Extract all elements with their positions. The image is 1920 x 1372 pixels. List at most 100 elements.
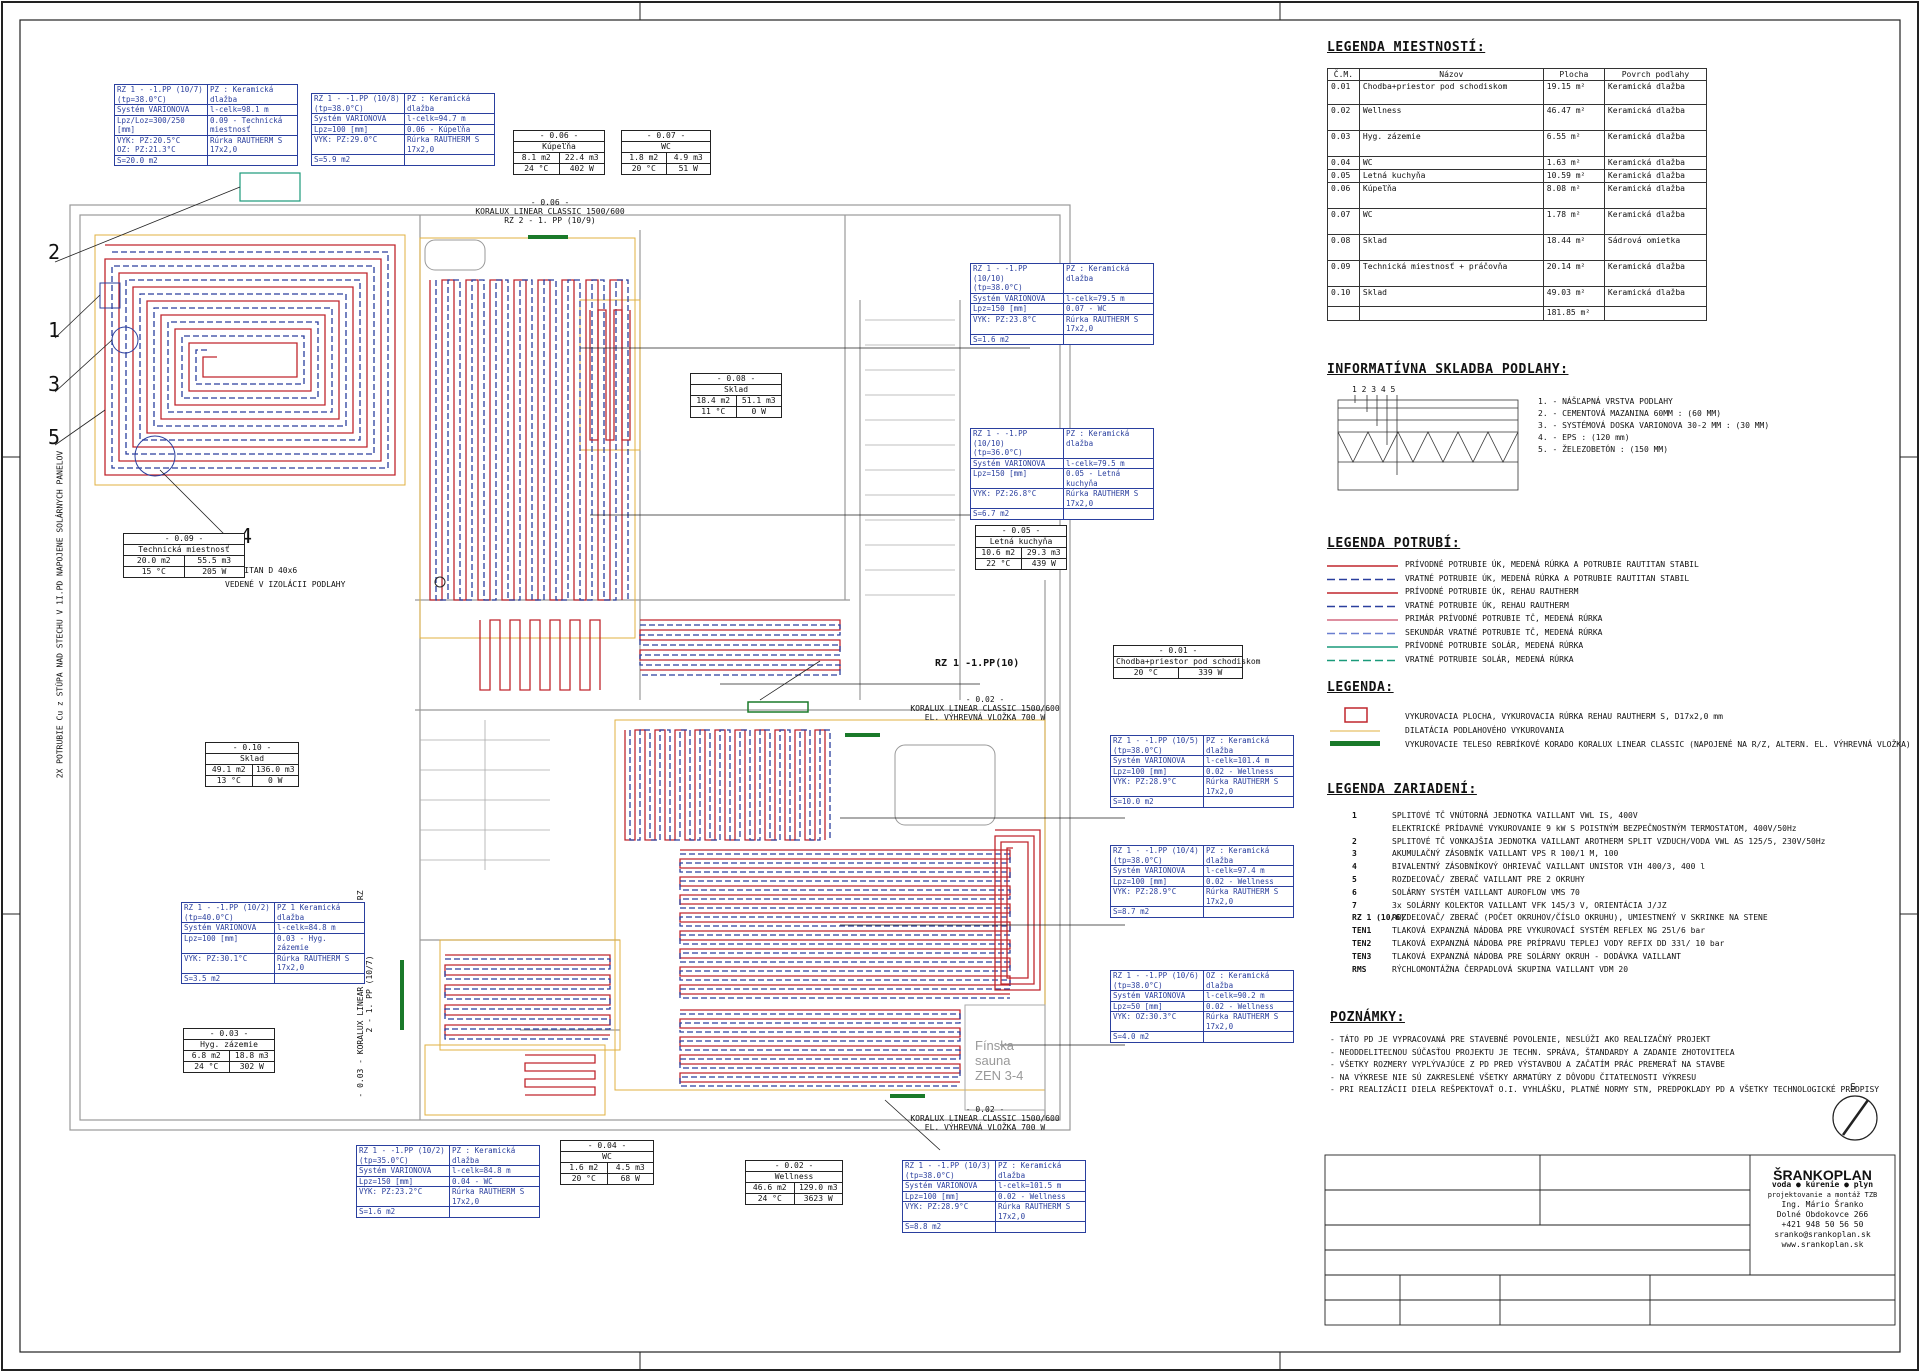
- company-person: Ing. Mário Šranko: [1781, 1200, 1864, 1209]
- room-tag-cell: 20 °C: [631, 164, 656, 173]
- rooms-table-cell: [1603, 306, 1708, 321]
- rooms-table-cell: 0.05: [1327, 169, 1360, 183]
- circuit-box-cell: [275, 974, 364, 984]
- bathtub-outline: [424, 239, 486, 271]
- room-tag-cell: 11 °C: [701, 407, 726, 416]
- north-arrow: [1841, 1099, 1870, 1136]
- company-email: sranko@srankoplan.sk: [1774, 1230, 1871, 1239]
- coil-hall-supply: [479, 619, 601, 691]
- rooms-table-header: Povrch podlahy: [1603, 68, 1708, 81]
- rooms-table-cell: [1327, 306, 1360, 321]
- coil-hyg-return: [444, 958, 611, 1040]
- rooms-table-cell: 181.85 m²: [1542, 306, 1605, 321]
- rooms-table-cell: Sklad: [1358, 286, 1544, 307]
- coil-wc-supply: [589, 309, 631, 441]
- coil-technical-supply: [104, 244, 396, 476]
- floor-layers-title: INFORMATÍVNA SKLADBA PODLAHY:: [1327, 362, 1569, 377]
- floor-layers-list: 1. - NÁŠĽAPNÁ VRSTVA PODLAHY 2. - CEMENT…: [1538, 397, 1770, 454]
- room-tag-cell: 6.8 m2: [191, 1051, 221, 1060]
- circuit-box-cell: Rúrka RAUTHERM S 17x2,0: [277, 953, 350, 973]
- circuit-box-cell: VYK: PZ:29.0°C: [312, 135, 405, 154]
- inner-frame: [19, 19, 1901, 1353]
- room-tag-cell: 1.8 m2: [629, 153, 659, 162]
- note-item: - VŠETKY ROZMERY VYPLÝVAJÚCE Z PD PRED V…: [1330, 1060, 1725, 1069]
- room-tag-cell: - 0.02 -: [774, 1161, 814, 1170]
- circuit-box-cell: Systém VARIONOVA: [1111, 756, 1204, 766]
- legend-heating-area: [1344, 707, 1368, 723]
- outdoor-unit: [239, 172, 301, 202]
- radiator-0-02-a: [845, 733, 880, 737]
- room-tag-cell: - 0.10 -: [232, 743, 272, 752]
- rooms-table-cell: Keramická dlažba: [1603, 260, 1708, 287]
- room-tag-cell: 29.3 m3: [1020, 548, 1067, 558]
- insulation-note-2: VEDENÉ V IZOLÁCII PODLAHY: [225, 580, 346, 589]
- pipe-legend-item: PRIMÁR PRÍVODNÉ POTRUBIE TČ, MEDENÁ RÚRK…: [1405, 614, 1603, 623]
- rooms-table-header: Názov: [1358, 68, 1544, 81]
- room-tag-cell: 20 °C: [571, 1174, 596, 1183]
- coil-wellness-a-return: [629, 729, 831, 841]
- device-desc: SPLITOVÉ TČ VNÚTORNÁ JEDNOTKA VAILLANT V…: [1392, 811, 1638, 820]
- marker-5: 5: [48, 425, 61, 449]
- circuit-box-cell: [405, 155, 494, 165]
- circuit-box-cell: [1204, 797, 1293, 807]
- room-tag-cell: 0 W: [735, 407, 782, 417]
- room-tag-cell: 339 W: [1177, 668, 1243, 678]
- device-key: 5: [1352, 875, 1357, 884]
- circuit-box-cell: l-celk=84.8 m: [277, 923, 336, 932]
- device-item: ELEKTRICKÉ PRÍDAVNÉ VYKUROVANIE 9 kW S P…: [1352, 824, 1797, 833]
- coil-wellness-d-supply: [679, 1009, 961, 1083]
- coil-wellness-d-return: [679, 1013, 961, 1087]
- room-tag-cell: 55.5 m3: [183, 556, 245, 566]
- room-tag-cell: 24 °C: [194, 1062, 219, 1071]
- legend-item-3: VYKUROVACIE TELESO REBRÍKOVÉ KORADO KORA…: [1405, 740, 1911, 749]
- pipe-legend-item: PRÍVODNÉ POTRUBIE ÚK, REHAU RAUTHERM: [1405, 587, 1579, 596]
- circuit-box-cell: RZ 1 - -1.PP (10/2) (tp=35.0°C): [357, 1146, 450, 1165]
- pipe-legend-item: VRATNÉ POTRUBIE ÚK, MEDENÁ RÚRKA A POTRU…: [1405, 573, 1690, 583]
- device-desc: AKUMULAČNÝ ZÁSOBNÍK VAILLANT VPS R 100/1…: [1392, 849, 1619, 859]
- circuit-box-cell: VYK: PZ:28.9°C: [1111, 887, 1204, 906]
- room-tag-cell: 18.4 m2: [696, 396, 731, 405]
- circuit-box-cell: RZ 1 - -1.PP (10/4) (tp=38.0°C): [1111, 846, 1204, 865]
- room-tag-cell: 4.9 m3: [665, 153, 711, 163]
- room-tag-cell: 68 W: [606, 1174, 654, 1184]
- rooms-table-header: Č.M.: [1327, 68, 1360, 81]
- room-tag-cell: Letná kuchyňa: [989, 537, 1053, 546]
- room-tag-cell: 18.8 m3: [228, 1051, 275, 1061]
- circuit-box-cell: l-celk=94.7 m: [407, 114, 466, 123]
- circuit-box-cell: l-celk=84.8 m: [452, 1166, 511, 1175]
- circuit-box-cell: Systém VARIONOVA: [903, 1181, 996, 1191]
- legend-rooms-title: LEGENDA MIESTNOSTÍ:: [1327, 40, 1486, 55]
- device-desc: ROZDEĽOVAČ/ ZBERAČ VAILLANT PRE 2 OKRUHY: [1392, 875, 1585, 884]
- company-address: Dolné Obdokovce 266: [1776, 1210, 1869, 1219]
- room-tag-cell: Chodba+priestor pod schodiskom: [1116, 657, 1261, 666]
- circuit-box-cell: Systém VARIONOVA: [115, 105, 208, 115]
- room-tag-cell: 439 W: [1020, 559, 1067, 569]
- circuit-box-cell: Lpz=150 [mm]: [357, 1176, 450, 1186]
- device-item: RZ 1 (10/6)ROZDEĽOVAČ/ ZBERAČ (POČET OKR…: [1352, 913, 1768, 922]
- company-phone: +421 948 50 56 50: [1781, 1220, 1864, 1229]
- device-key: TEN2: [1352, 939, 1372, 948]
- circuit-box-cell: S=1.6 m2: [357, 1207, 450, 1217]
- circuit-box-cell: RZ 1 - -1.PP (10/10) (tp=36.0°C): [971, 429, 1064, 458]
- circuit-box-cell: l-celk=101.4 m: [1206, 756, 1270, 765]
- circuit-box-b1010b: RZ 1 - -1.PP (10/10) (tp=36.0°C)PZ : Ker…: [970, 428, 1154, 520]
- room-tag-cell: - 0.03 -: [209, 1029, 249, 1038]
- circuit-box-cell: l-celk=79.5 m: [1066, 293, 1125, 303]
- circuit-box-cell: Lpz=100 [mm]: [182, 933, 275, 953]
- rz-main-label: RZ 1 -1.PP(10): [935, 658, 1020, 669]
- stairs: [420, 319, 955, 870]
- circuit-box-cell: Systém VARIONOVA: [971, 458, 1064, 468]
- device-desc: ELEKTRICKÉ PRÍDAVNÉ VYKUROVANIE 9 kW S P…: [1392, 823, 1797, 833]
- unit-1: [99, 282, 121, 309]
- circuit-box-cell: Lpz/Loz=300/250 [mm]: [115, 115, 208, 135]
- coil-bathroom-return: [435, 279, 629, 601]
